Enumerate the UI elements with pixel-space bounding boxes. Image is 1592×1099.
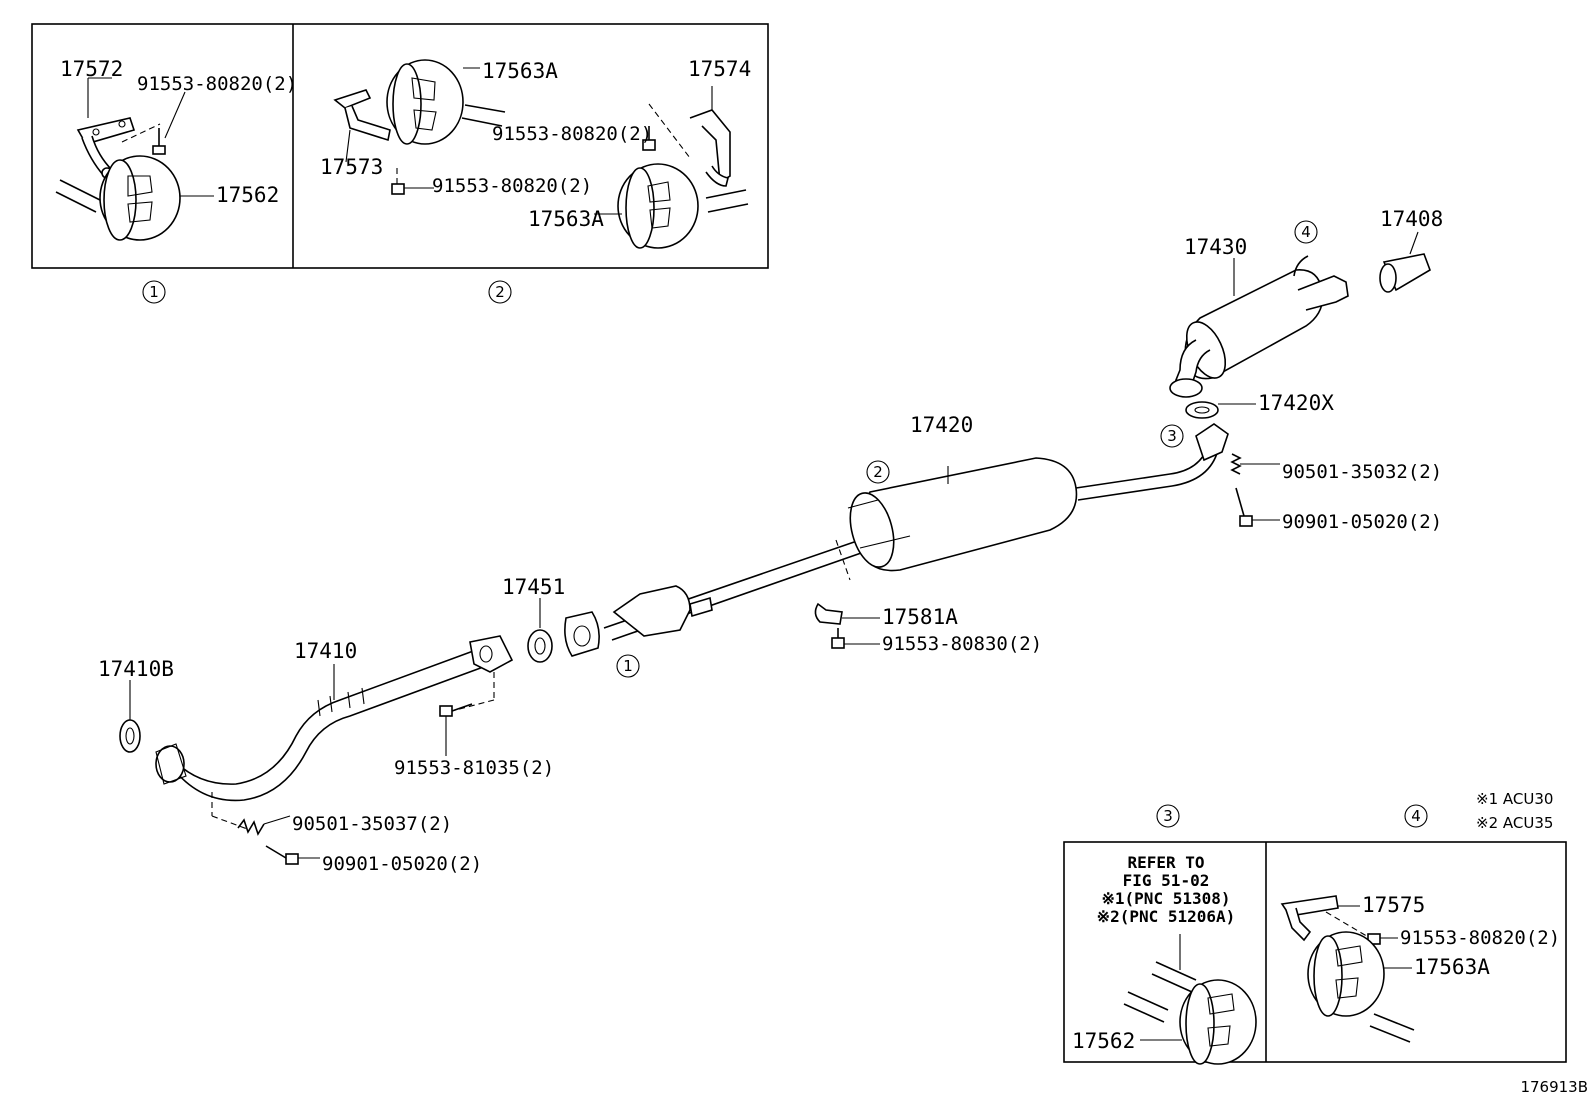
ref-circle-4-main: 4: [1294, 220, 1318, 244]
label-17420X: 17420X: [1258, 391, 1334, 415]
diagram-id: 176913B: [1520, 1078, 1588, 1096]
label-17563A-a: 17563A: [482, 59, 558, 83]
spring-bolt-rear: [1230, 453, 1280, 527]
label-90901-05020-b: 90901-05020(2): [322, 853, 482, 875]
svg-text:REFER TO: REFER TO: [1127, 853, 1204, 872]
label-90501-35037: 90501-35037(2): [292, 813, 452, 835]
label-90901-05020-a: 90901-05020(2): [1282, 511, 1442, 533]
label-91553-81035: 91553-81035(2): [394, 757, 554, 779]
ref-circle-3-main: 3: [1160, 424, 1184, 448]
label-17563A-b: 17563A: [528, 207, 604, 231]
svg-text:※2(PNC 51206A): ※2(PNC 51206A): [1097, 907, 1236, 926]
label-17408: 17408: [1380, 207, 1443, 231]
tailpipe-muffler-17430: [1169, 255, 1349, 398]
label-17562-a: 17562: [216, 183, 279, 207]
gasket-17420X: [1185, 401, 1256, 419]
label-17563A-c: 17563A: [1414, 955, 1490, 979]
inset-4-hanger: [1280, 895, 1415, 1043]
label-17562-b: 17562: [1072, 1029, 1135, 1053]
catalytic-converter: [564, 585, 713, 657]
svg-text:1: 1: [149, 283, 159, 301]
inset-3-reference-text: REFER TO FIG 51-02 ※1(PNC 51308) ※2(PNC …: [1097, 853, 1236, 926]
svg-text:4: 4: [1301, 223, 1311, 241]
legend-note-2: ※2 ACU35: [1476, 814, 1553, 832]
legend-note-1: ※1 ACU30: [1476, 790, 1553, 808]
svg-text:FIG 51-02: FIG 51-02: [1123, 871, 1210, 890]
label-91553-80830: 91553-80830(2): [882, 633, 1042, 655]
bolt-91553-81035: [439, 703, 473, 756]
label-91553-80820-d: 91553-80820(2): [1400, 927, 1560, 949]
svg-text:2: 2: [495, 283, 505, 301]
svg-text:1: 1: [623, 657, 633, 675]
inset-ref-3: 3: [1156, 804, 1180, 828]
label-17430: 17430: [1184, 235, 1247, 259]
gasket-17410B: [119, 680, 141, 753]
inset-ref-4: 4: [1404, 804, 1428, 828]
clamp-17581A: [814, 602, 880, 649]
label-17572: 17572: [60, 57, 123, 81]
inset-box-3-4: [1063, 841, 1567, 1063]
label-17573: 17573: [320, 155, 383, 179]
inset-ref-1: 1: [142, 280, 166, 304]
gasket-17451: [527, 598, 553, 663]
label-17420: 17420: [910, 413, 973, 437]
label-91553-80820-b: 91553-80820(2): [492, 123, 652, 145]
svg-text:3: 3: [1163, 807, 1173, 825]
svg-text:※1(PNC 51308): ※1(PNC 51308): [1102, 889, 1231, 908]
svg-text:2: 2: [873, 463, 883, 481]
front-pipe-17410: [155, 635, 514, 802]
inset-box-1-2: [31, 23, 769, 269]
label-17574: 17574: [688, 57, 751, 81]
spring-bolt-front: [211, 792, 320, 865]
part-labels: 17572 91553-80820(2) 17562 17563A 17574 …: [60, 57, 1560, 1053]
label-17575: 17575: [1362, 893, 1425, 917]
ref-circle-1-main: 1: [616, 654, 640, 678]
legend-notes: ※1 ACU30 ※2 ACU35: [1476, 790, 1553, 832]
label-90501-35032: 90501-35032(2): [1282, 461, 1442, 483]
inset-2-hanger-assembly: [333, 59, 749, 249]
svg-text:3: 3: [1167, 427, 1177, 445]
tail-tip-17408: [1379, 231, 1431, 293]
ref-circle-2-main: 2: [866, 460, 890, 484]
label-17581A: 17581A: [882, 605, 958, 629]
label-17410B: 17410B: [98, 657, 174, 681]
center-pipe-muffler-17420: [603, 423, 1229, 641]
label-17451: 17451: [502, 575, 565, 599]
inset-3-hanger: [1123, 934, 1257, 1065]
svg-text:4: 4: [1411, 807, 1421, 825]
label-91553-80820-a: 91553-80820(2): [137, 73, 297, 95]
label-91553-80820-c: 91553-80820(2): [432, 175, 592, 197]
inset-ref-2: 2: [488, 280, 512, 304]
label-17410: 17410: [294, 639, 357, 663]
inset-1-hanger-assembly: [55, 77, 214, 241]
